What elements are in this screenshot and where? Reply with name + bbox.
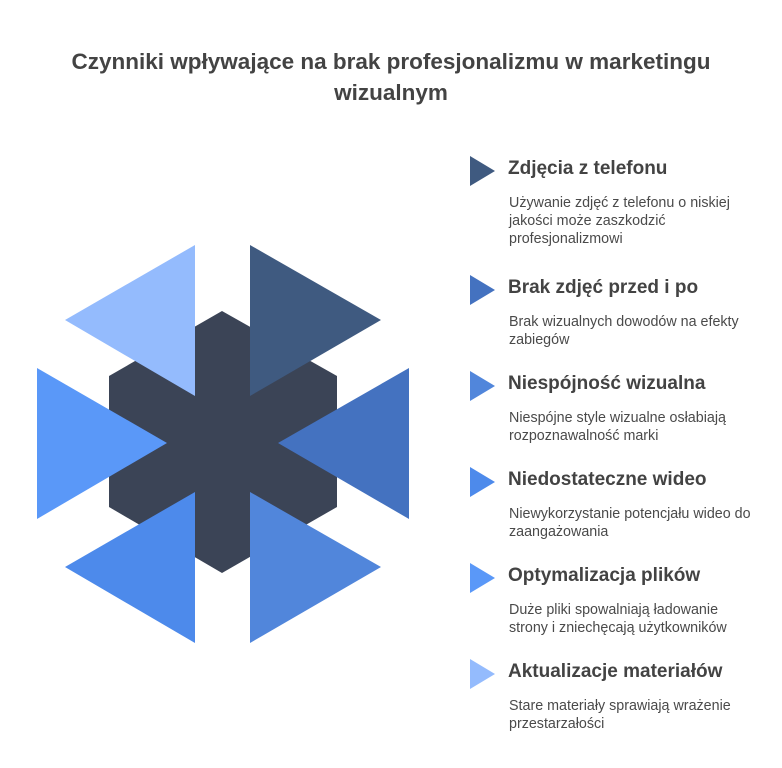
triangle-left — [37, 368, 167, 519]
triangle-bottom-right — [250, 492, 381, 643]
factor-heading: Aktualizacje materiałów — [508, 661, 723, 682]
triangle-right-icon — [470, 275, 495, 305]
triangle-right — [278, 368, 409, 519]
triangle-right-icon — [470, 659, 495, 689]
triangle-right-icon — [470, 563, 495, 593]
diagram-title: Czynniki wpływające na brak profesjonali… — [71, 49, 711, 105]
triangle-top-left — [65, 245, 195, 396]
factor-description: Niespójne style wizualne osłabiają rozpo… — [509, 410, 726, 444]
factor-description: Używanie zdjęć z telefonu o niskiej jako… — [509, 195, 730, 247]
triangle-right-icon — [470, 371, 495, 401]
factor-heading: Optymalizacja plików — [508, 565, 701, 586]
triangle-top-right — [250, 245, 381, 396]
factor-heading: Zdjęcia z telefonu — [508, 158, 668, 179]
factor-description: Stare materiały sprawiają wrażenie przes… — [509, 698, 731, 732]
triangle-bottom-left — [65, 492, 195, 643]
factor-description: Niewykorzystanie potencjału wideo do zaa… — [509, 506, 751, 540]
factor-description: Brak wizualnych dowodów na efekty zabieg… — [509, 314, 739, 348]
factor-heading: Niedostateczne wideo — [508, 469, 707, 490]
factor-heading: Niespójność wizualna — [508, 373, 706, 394]
triangle-right-icon — [470, 467, 495, 497]
triangle-right-icon — [470, 156, 495, 186]
factor-description: Duże pliki spowalniają ładowanie strony … — [509, 602, 727, 636]
factor-heading: Brak zdjęć przed i po — [508, 277, 699, 298]
